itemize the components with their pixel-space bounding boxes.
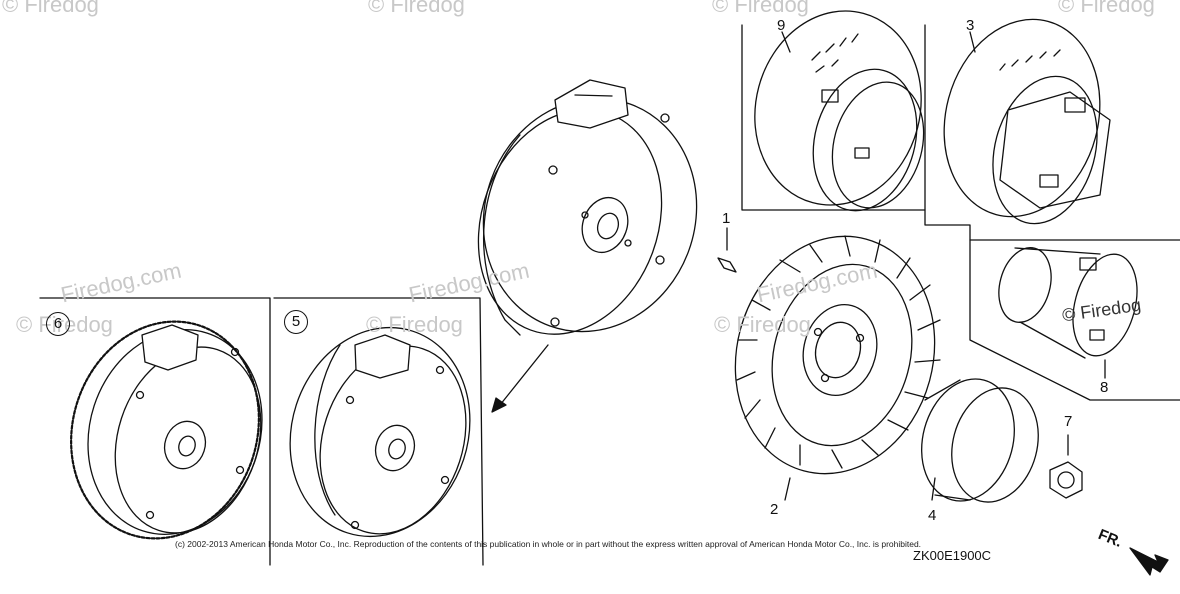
copyright-notice: (c) 2002-2013 American Honda Motor Co., …: [175, 539, 922, 549]
circled-callout-5: 5: [284, 310, 308, 334]
key-1: [717, 257, 737, 273]
callout-part-8: 8: [1100, 379, 1109, 396]
callout-part-3: 3: [966, 17, 975, 34]
watermark: © Firedog: [366, 312, 463, 337]
fr-arrow: [1129, 547, 1169, 576]
flywheel-ring-gear-6: [70, 320, 263, 540]
group-box-6-frame: [39, 297, 271, 566]
sleeve-8: [998, 247, 1138, 379]
pulley-9: [754, 10, 925, 212]
group-box-3-frame: [924, 209, 1180, 241]
callout-part-7: 7: [1064, 413, 1073, 430]
watermark: © Firedog: [1058, 0, 1155, 17]
callout-part-1: 1: [722, 210, 731, 227]
cooling-fan-2: [734, 235, 941, 501]
watermark: © Firedog: [714, 312, 811, 337]
circled-callout-6: 6: [46, 312, 70, 336]
nut-7: [1049, 434, 1083, 499]
diagram-code: ZK00E1900C: [913, 548, 992, 563]
watermark: © Firedog: [2, 0, 99, 17]
flywheel-5: [289, 326, 471, 538]
callout-part-4: 4: [928, 507, 937, 524]
group-box-8-frame: [969, 239, 1180, 401]
arrow-to-variants: [499, 344, 549, 406]
watermark: © Firedog: [368, 0, 465, 17]
group-box-5-frame: [273, 297, 484, 566]
pulley-3: [943, 18, 1111, 225]
callout-part-9: 9: [777, 17, 786, 34]
flywheel-top: [477, 79, 698, 336]
watermark: © Firedog: [712, 0, 809, 17]
callout-part-2: 2: [770, 501, 779, 518]
pulley-4: [921, 378, 1039, 503]
group-box-9-frame: [741, 24, 926, 211]
